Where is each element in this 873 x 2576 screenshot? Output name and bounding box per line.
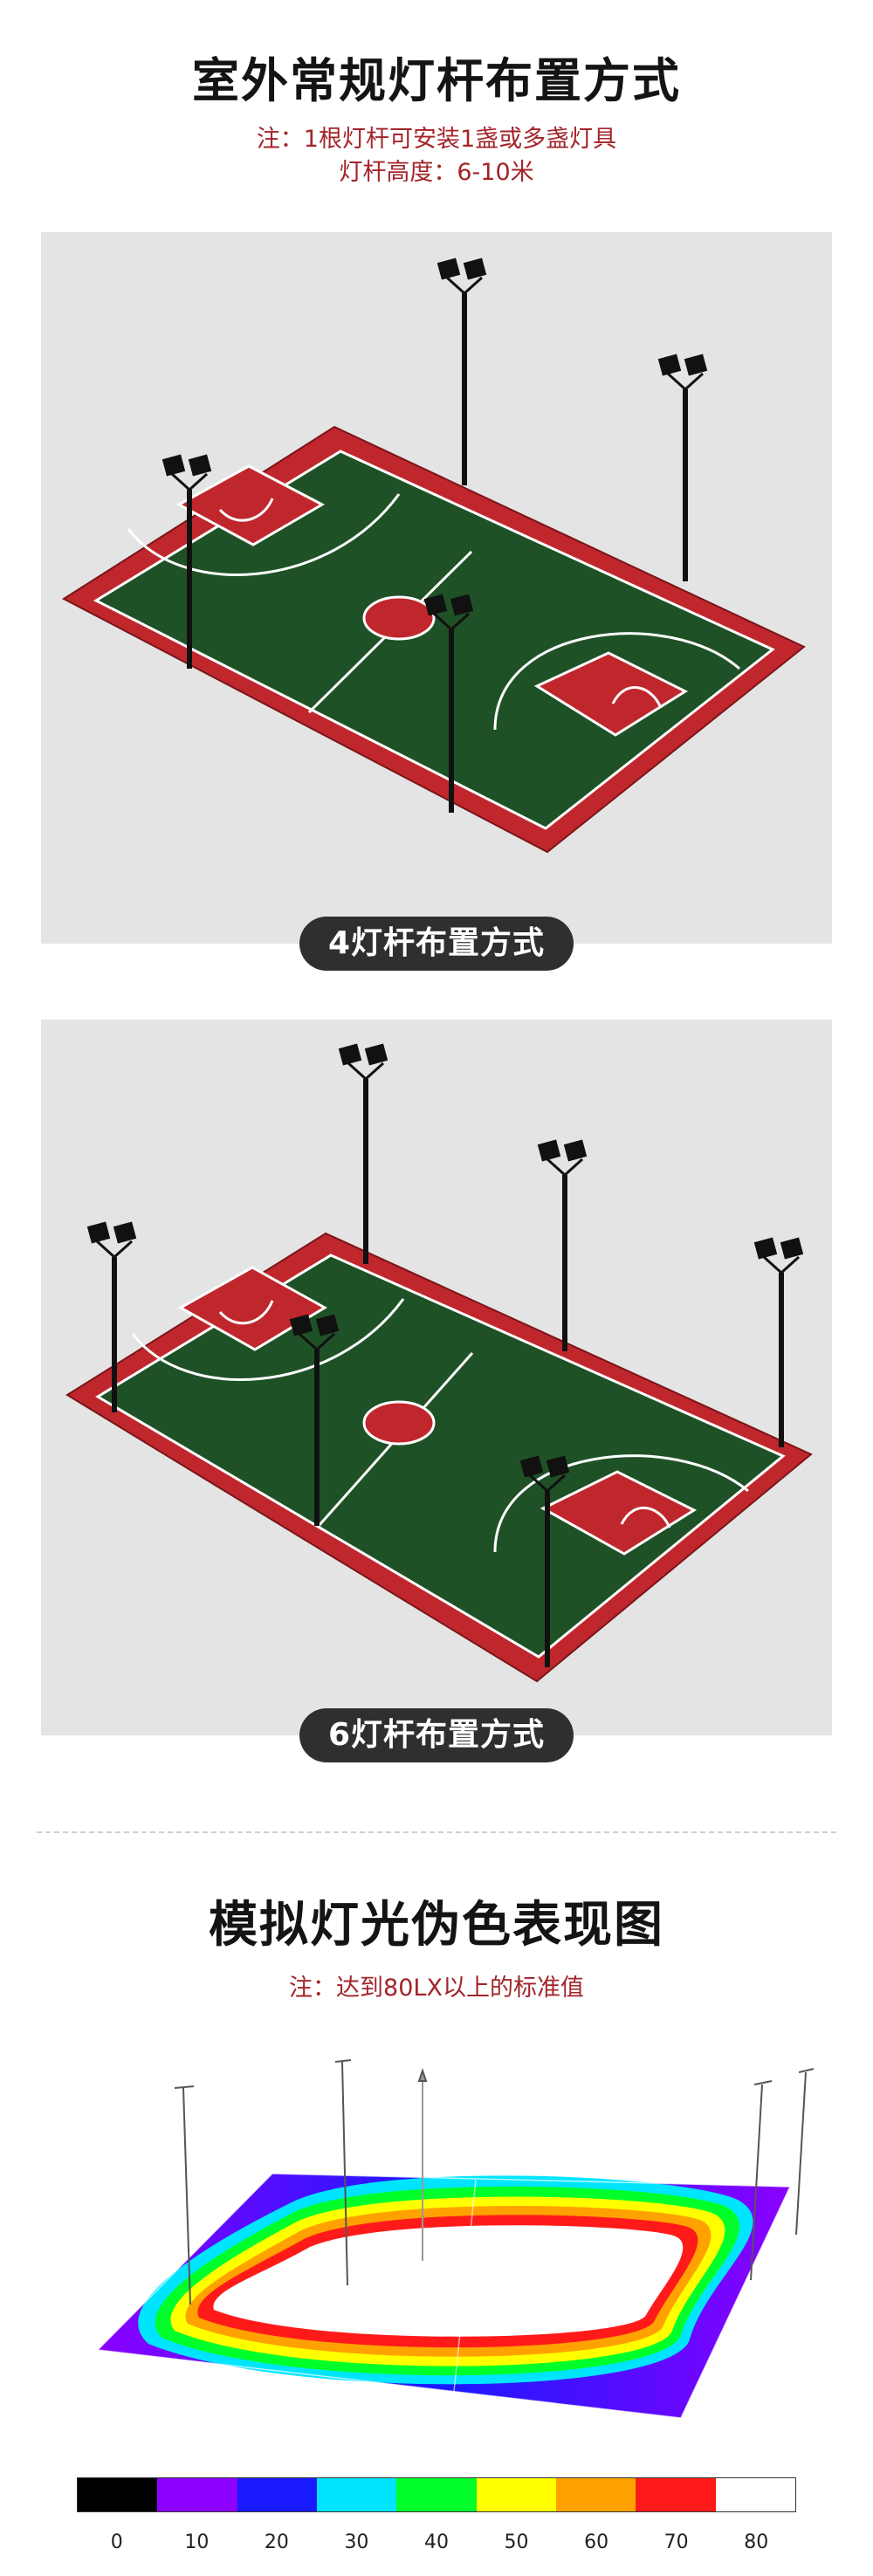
legend-swatch bbox=[555, 2478, 636, 2511]
six-pole-court-illustration bbox=[65, 1043, 813, 1683]
pole-height-note: 灯杆高度：6-10米 bbox=[339, 159, 534, 186]
four-pole-court-illustration bbox=[62, 258, 806, 854]
legend-label: 0 bbox=[110, 2531, 123, 2553]
section-title-layout: 室外常规灯杆布置方式 bbox=[192, 53, 681, 108]
four-pole-layout-label: 4灯杆布置方式 bbox=[299, 917, 574, 971]
section-title-simulation: 模拟灯光伪色表现图 bbox=[209, 1897, 664, 1954]
legend-swatch bbox=[316, 2478, 397, 2511]
light-pole-6 bbox=[519, 1455, 570, 1667]
legend-label: 80 bbox=[744, 2531, 769, 2553]
section-divider bbox=[37, 1831, 836, 1833]
legend-label: 30 bbox=[344, 2531, 369, 2553]
pole-note-line-1: 注：1根灯杆可安装1盏或多盏灯具 bbox=[256, 126, 617, 153]
legend-swatch bbox=[715, 2478, 795, 2511]
light-pole-4 bbox=[86, 1221, 137, 1412]
six-pole-panel bbox=[41, 1020, 832, 1735]
light-pole-1 bbox=[338, 1043, 388, 1264]
legend-label: 60 bbox=[584, 2531, 609, 2553]
legend-label: 70 bbox=[663, 2531, 689, 2553]
legend-label: 20 bbox=[264, 2531, 289, 2553]
illuminance-legend-labels: 0 10 20 30 40 50 60 70 80 bbox=[77, 2531, 796, 2558]
illuminance-standard-note: 注：达到80LX以上的标准值 bbox=[289, 1975, 584, 2002]
legend-swatch bbox=[237, 2478, 317, 2511]
false-color-illuminance-render bbox=[96, 2059, 815, 2419]
legend-swatch bbox=[396, 2478, 477, 2511]
legend-label: 40 bbox=[424, 2531, 449, 2553]
legend-label: 10 bbox=[184, 2531, 210, 2553]
light-pole-4 bbox=[423, 594, 474, 813]
six-pole-layout-label: 6灯杆布置方式 bbox=[299, 1708, 574, 1762]
legend-label: 50 bbox=[504, 2531, 529, 2553]
light-pole-2 bbox=[537, 1139, 588, 1351]
light-pole-5 bbox=[289, 1314, 340, 1526]
four-pole-panel bbox=[41, 232, 832, 944]
light-pole-3 bbox=[753, 1237, 804, 1447]
legend-swatch bbox=[78, 2478, 158, 2511]
legend-swatch bbox=[476, 2478, 556, 2511]
legend-swatch bbox=[157, 2478, 237, 2511]
light-pole-3 bbox=[162, 454, 212, 669]
light-pole-2 bbox=[657, 354, 708, 581]
light-pole-1 bbox=[436, 258, 487, 485]
legend-swatch bbox=[636, 2478, 716, 2511]
illuminance-color-legend bbox=[77, 2477, 796, 2512]
